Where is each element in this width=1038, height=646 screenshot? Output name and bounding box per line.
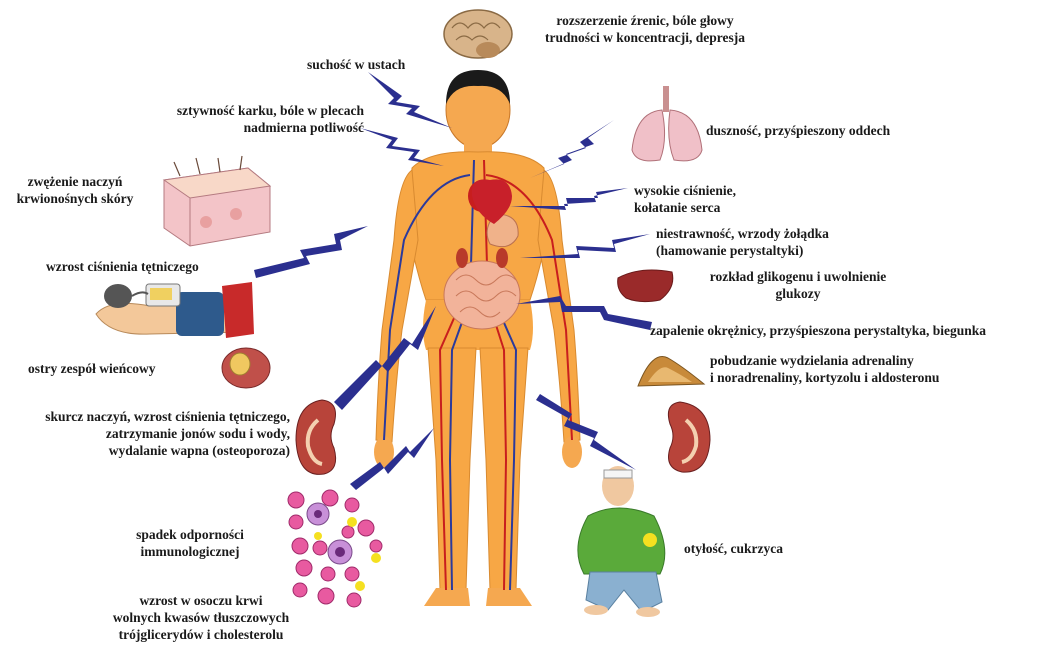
obese-person-illustration	[578, 466, 665, 617]
blood-pressure-illustration	[96, 282, 254, 338]
label-neck-line1: sztywność karku, bóle w plecach	[108, 102, 364, 119]
label-immune-line1: spadek odporności	[120, 526, 260, 543]
label-kidney-line1: skurcz naczyń, wzrost ciśnienia tętnicze…	[2, 408, 290, 425]
label-kidney-line2: zatrzymanie jonów sodu i wody,	[2, 425, 290, 442]
label-heart-line2: kołatanie serca	[634, 199, 736, 216]
label-skin-line2: krwionośnych skóry	[0, 190, 150, 207]
adrenal-gland-illustration	[638, 357, 704, 386]
lungs-illustration	[632, 86, 702, 161]
label-liver-line2: glukozy	[680, 285, 916, 302]
bolt-bp	[254, 226, 368, 278]
skin-illustration	[164, 156, 270, 246]
bolt-dry-mouth	[368, 72, 452, 128]
liver-illustration	[618, 270, 673, 302]
label-stomach-line2: (hamowanie perystaltyki)	[656, 242, 829, 259]
label-stomach: niestrawność, wrzody żołądka (hamowanie …	[656, 225, 829, 259]
label-plasma-line1: wzrost w osoczu krwi	[96, 592, 306, 609]
label-obesity: otyłość, cukrzyca	[684, 540, 783, 557]
label-brain-line1: rozszerzenie źrenic, bóle głowy	[520, 12, 770, 29]
label-colon: zapalenie okrężnicy, przyśpieszona perys…	[650, 322, 986, 339]
label-neck: sztywność karku, bóle w plecach nadmiern…	[108, 102, 364, 136]
label-adrenal: pobudzanie wydzielania adrenaliny i nora…	[710, 352, 939, 386]
bolt-obesity	[536, 394, 636, 470]
label-liver-line1: rozkład glikogenu i uwolnienie	[680, 268, 916, 285]
label-neck-line2: nadmierna potliwość	[108, 119, 364, 136]
label-skin-line1: zwężenie naczyń	[0, 173, 150, 190]
label-heart-line1: wysokie ciśnienie,	[634, 182, 736, 199]
bolt-colon	[516, 296, 652, 330]
label-dry-mouth: suchość w ustach	[307, 56, 405, 73]
artery-illustration	[222, 348, 270, 388]
label-kidney: skurcz naczyń, wzrost ciśnienia tętnicze…	[2, 408, 290, 459]
label-lungs: duszność, przyśpieszony oddech	[706, 122, 890, 139]
label-blood-pressure: wzrost ciśnienia tętniczego	[46, 258, 199, 275]
label-adrenal-line1: pobudzanie wydzielania adrenaliny	[710, 352, 939, 369]
label-immune: spadek odporności immunologicznej	[120, 526, 260, 560]
label-plasma: wzrost w osoczu krwi wolnych kwasów tłus…	[96, 592, 306, 643]
kidney-illustration-left	[296, 400, 336, 474]
brain-illustration	[444, 10, 512, 58]
label-liver: rozkład glikogenu i uwolnienie glukozy	[680, 268, 916, 302]
label-brain: rozszerzenie źrenic, bóle głowy trudnośc…	[520, 12, 770, 46]
label-adrenal-line2: i noradrenaliny, kortyzolu i aldosteronu	[710, 369, 939, 386]
label-immune-line2: immunologicznej	[120, 543, 260, 560]
kidney-illustration-right	[668, 402, 710, 472]
label-brain-line2: trudności w koncentracji, depresja	[520, 29, 770, 46]
label-kidney-line3: wydalanie wapna (osteoporoza)	[2, 442, 290, 459]
label-skin: zwężenie naczyń krwionośnych skóry	[0, 173, 150, 207]
label-plasma-line3: trójglicerydów i cholesterolu	[96, 626, 306, 643]
label-plasma-line2: wolnych kwasów tłuszczowych	[96, 609, 306, 626]
blood-cells-illustration	[288, 490, 382, 607]
label-coronary: ostry zespół wieńcowy	[28, 360, 155, 377]
label-heart: wysokie ciśnienie, kołatanie serca	[634, 182, 736, 216]
label-stomach-line1: niestrawność, wrzody żołądka	[656, 225, 829, 242]
